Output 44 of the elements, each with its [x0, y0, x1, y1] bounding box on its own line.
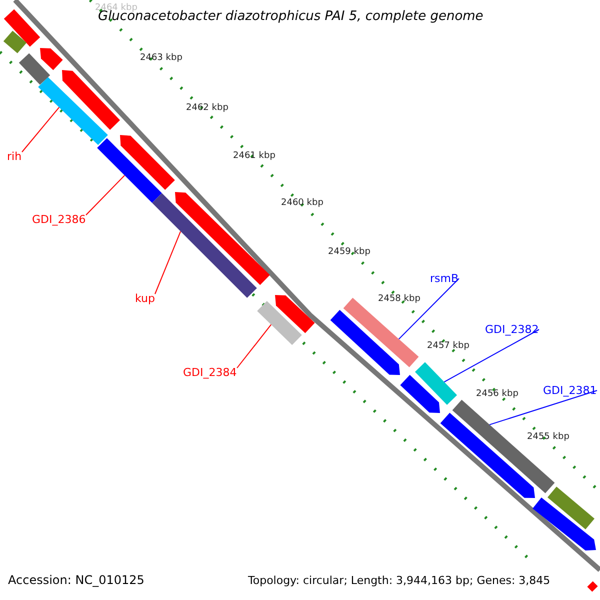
gene-block — [40, 48, 63, 70]
accession-text: Accession: NC_010125 — [8, 573, 144, 587]
gene-block — [38, 77, 108, 145]
gene-block — [120, 135, 175, 190]
scale-label: 2455 kbp — [527, 432, 570, 442]
gene-block — [175, 192, 270, 285]
gene-block — [330, 310, 400, 375]
genome-title: Gluconacetobacter diazotrophicus PAI 5, complete genome — [98, 9, 484, 24]
gene-block — [62, 70, 120, 130]
gene-label: GDI_2382 — [485, 323, 539, 336]
gene-label: kup — [135, 292, 155, 305]
gene-block — [548, 486, 594, 530]
gene-label: GDI_2381 — [543, 384, 597, 397]
gene-block — [3, 30, 27, 54]
scale-label: 2462 kbp — [186, 103, 228, 113]
scale-label: 2461 kbp — [233, 151, 276, 161]
gene-block — [275, 295, 315, 334]
leader-line — [22, 106, 60, 152]
scale-label: 2458 kbp — [378, 294, 420, 304]
leader-line — [398, 278, 460, 340]
gene-block — [97, 138, 162, 203]
scale-label: 2459 kbp — [328, 247, 370, 257]
leader-line — [444, 329, 540, 382]
scale-label: 2457 kbp — [427, 341, 470, 351]
gene-block — [4, 9, 40, 47]
scale-label: 2460 kbp — [281, 198, 324, 208]
scale-label: 2456 kbp — [476, 389, 518, 399]
gene-block — [415, 362, 457, 405]
gene-label: rsmB — [430, 272, 459, 285]
gene-block — [257, 301, 302, 345]
gene-label: GDI_2386 — [32, 213, 86, 226]
gene-label: GDI_2384 — [183, 366, 237, 379]
leader-line — [86, 174, 126, 216]
genome-summary-text: Topology: circular; Length: 3,944,163 bp; Genes: 3,845 — [248, 574, 550, 587]
leader-line — [236, 324, 272, 368]
scale-label: 2463 kbp — [140, 53, 182, 63]
gene-block — [532, 498, 596, 550]
gene-block — [452, 400, 555, 494]
gene-block — [587, 581, 598, 592]
gene-block — [18, 53, 50, 85]
gene-block — [400, 374, 440, 413]
leader-line — [489, 390, 598, 426]
leader-line — [154, 230, 182, 294]
gene-label: rih — [7, 150, 22, 163]
